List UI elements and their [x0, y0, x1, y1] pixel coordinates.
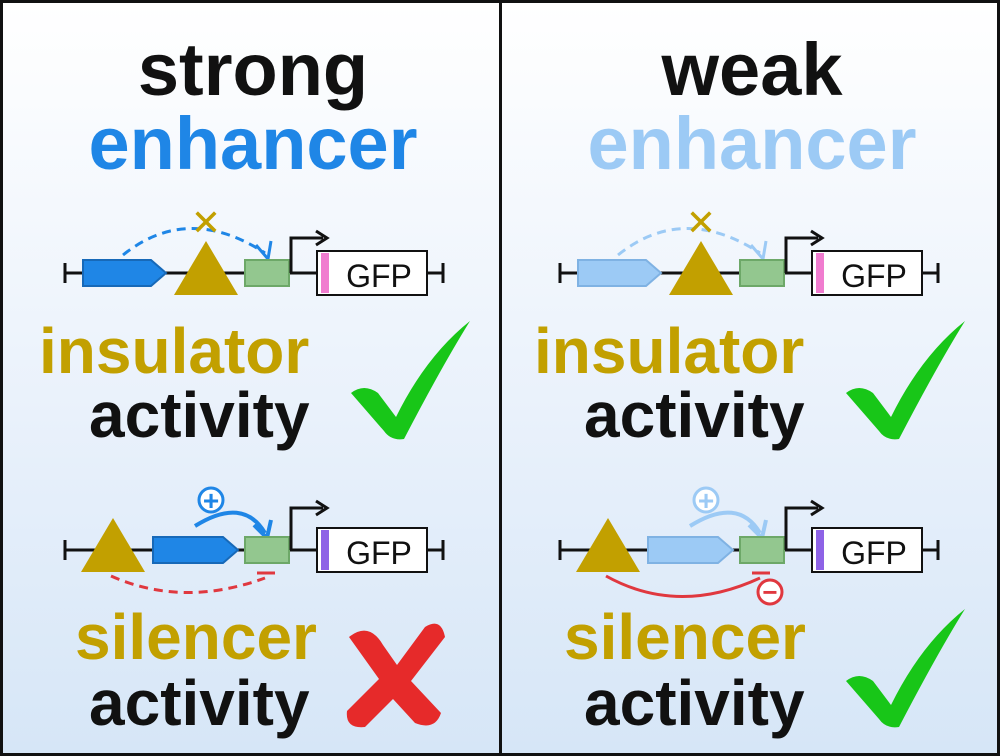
strong-enhancer-panel: strong enhancer ✕ GFP insulator activity — [0, 0, 502, 756]
tss-arrowhead — [810, 229, 825, 247]
insulator-triangle — [174, 241, 238, 295]
weak-enhancer-panel: weak enhancer ✕ GFP insulator activity — [499, 0, 1000, 756]
minus-sign: − — [762, 577, 777, 607]
enhancer-block — [577, 259, 663, 287]
enhancer-block — [82, 259, 168, 287]
panel-title-enhancer: enhancer — [88, 102, 418, 185]
activation-arrow — [688, 510, 762, 535]
tss-arrowhead — [315, 229, 330, 247]
tss-arrow — [784, 506, 818, 550]
enhancer-block — [152, 536, 240, 564]
activation-arrow — [193, 510, 267, 535]
tss-arrow — [289, 506, 323, 550]
enhancer-block — [647, 536, 735, 564]
enhancer-interaction-arrow — [617, 227, 761, 257]
panel-title-enhancer: enhancer — [587, 102, 917, 185]
checkmark-icon — [351, 321, 470, 440]
gfp-marker — [321, 530, 329, 570]
gfp-label: GFP — [346, 535, 412, 571]
gfp-box — [811, 250, 923, 296]
insulator-construct-diagram: ✕ GFP — [558, 202, 940, 296]
gfp-marker — [321, 253, 329, 293]
gfp-marker — [816, 530, 824, 570]
gfp-box — [316, 527, 428, 573]
gfp-label: GFP — [841, 258, 907, 294]
insulator-activity-label: activity — [89, 379, 310, 451]
insulator-label: insulator — [39, 315, 310, 387]
plus-sign: + — [203, 485, 219, 516]
gfp-box — [811, 527, 923, 573]
cross-icon — [346, 623, 445, 728]
silencer-activity-label: activity — [584, 667, 805, 739]
insulator-triangle — [669, 241, 733, 295]
gfp-label: GFP — [346, 258, 412, 294]
silencer-interaction-line — [110, 574, 266, 594]
promoter-block — [244, 259, 290, 287]
tss-arrowhead — [315, 499, 330, 517]
blocked-mark: ✕ — [686, 202, 716, 243]
gfp-label: GFP — [841, 535, 907, 571]
promoter-block — [739, 536, 785, 564]
enhancer-interaction-arrow — [122, 227, 266, 257]
gfp-box — [316, 250, 428, 296]
plus-sign: + — [698, 485, 714, 516]
silencer-triangle — [576, 518, 640, 572]
panel-title-strong: strong — [137, 28, 369, 111]
silencer-construct-diagram: − + GFP — [558, 485, 940, 607]
checkmark-icon — [846, 321, 965, 440]
panel-title-weak: weak — [661, 28, 843, 111]
tss-arrowhead — [810, 499, 825, 517]
plus-icon — [692, 486, 720, 514]
checkmark-icon — [846, 609, 965, 728]
silencer-label: silencer — [564, 601, 806, 673]
silencer-triangle — [81, 518, 145, 572]
silencer-construct-diagram: + GFP — [63, 485, 445, 594]
tss-arrow — [784, 236, 818, 273]
plus-icon — [197, 486, 225, 514]
promoter-block — [739, 259, 785, 287]
blocked-mark: ✕ — [191, 202, 221, 243]
enhancer-arrowhead — [749, 240, 768, 263]
silencer-activity-label: activity — [89, 667, 310, 739]
silencer-label: silencer — [75, 601, 317, 673]
promoter-block — [244, 536, 290, 564]
silencer-interaction-line — [605, 574, 761, 598]
insulator-construct-diagram: ✕ GFP — [63, 202, 445, 296]
enhancer-arrowhead — [254, 240, 273, 263]
gfp-marker — [816, 253, 824, 293]
minus-icon — [756, 578, 784, 606]
insulator-activity-label: activity — [584, 379, 805, 451]
insulator-label: insulator — [534, 315, 805, 387]
tss-arrow — [289, 236, 323, 273]
